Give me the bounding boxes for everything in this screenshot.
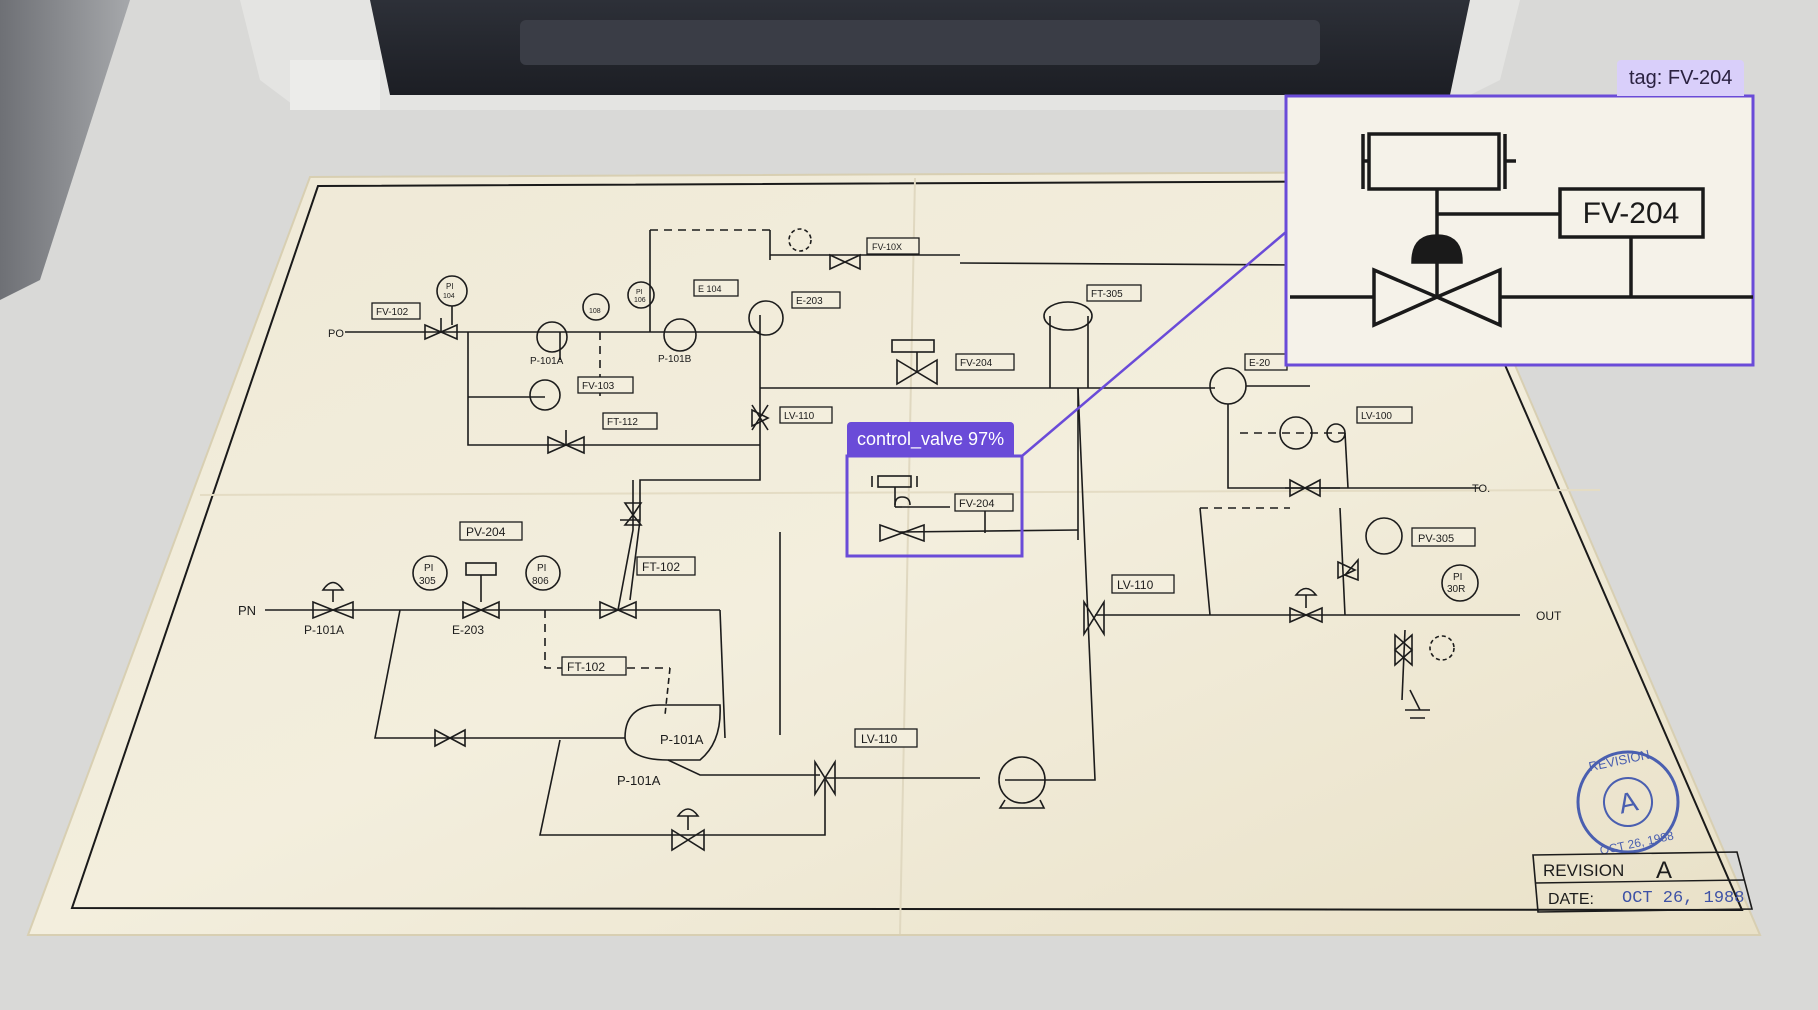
detection-label[interactable]: control_valve 97% — [847, 422, 1015, 456]
title-block: REVISION A DATE: OCT 26, 1988 — [1532, 851, 1754, 913]
instrument-pi1-bottom: 104 — [443, 293, 455, 300]
tag-pv-305: PV-305 — [1418, 533, 1454, 545]
title-block-revision-value: A — [1656, 857, 1672, 884]
tag-fv-102: FV-102 — [376, 307, 409, 318]
tag-ft-305: FT-305 — [1091, 289, 1123, 300]
tag-lv-110-bottom: LV-110 — [861, 732, 898, 746]
zoom-connector-line — [1021, 231, 1287, 457]
output-label-top: TO. — [1472, 483, 1490, 495]
tag-boxes — [371, 237, 1476, 748]
tag-ft-102-b: FT-102 — [567, 660, 605, 674]
zoom-valve-drawing — [1290, 132, 1753, 328]
tag-e-203-top: E-203 — [796, 296, 823, 307]
tag-lv-100: LV-100 — [1361, 411, 1392, 422]
drawing-border — [70, 179, 1744, 912]
output-label-main: OUT — [1536, 609, 1562, 623]
input-label-top: PO — [328, 328, 344, 340]
instrument-pi305-bottom: 305 — [419, 576, 436, 587]
pid-drawing — [265, 228, 1520, 852]
tag-e-104: E 104 — [698, 284, 722, 294]
zoom-tag-label[interactable]: tag: FV-204 — [1617, 60, 1745, 96]
equipment-p101a-left: P-101A — [304, 623, 344, 637]
title-block-date-value: OCT 26, 1988 — [1622, 889, 1744, 908]
detection-box[interactable] — [845, 454, 1024, 558]
instrument-pi806-bottom: 806 — [532, 576, 549, 587]
tag-ft-102-a: FT-102 — [642, 560, 680, 574]
instrument-pi305-top: PI — [424, 563, 433, 574]
drawing-labels: PO PN OUT TO. FV-102 FV-103 FT-112 FV-10… — [238, 242, 1562, 788]
equipment-p101a-top: P-101A — [530, 356, 564, 367]
tag-e-20x: E-20 — [1249, 358, 1271, 369]
instrument-pi806-top: PI — [537, 563, 546, 574]
printer — [240, 0, 1520, 110]
paper-fold — [199, 489, 1601, 496]
title-block-date-label: DATE: — [1548, 891, 1594, 908]
equipment-p101a-vessel: P-101A — [660, 732, 704, 747]
equipment-p101a-bottom: P-101A — [617, 773, 661, 788]
instrument-pi3-top: PI — [636, 289, 643, 296]
tag-lv-110-mid: LV-110 — [1117, 578, 1154, 592]
tag-fv-10x: FV-10X — [872, 242, 902, 252]
valve-actuators — [321, 581, 1318, 817]
zoom-tag-text: FV-204 — [1583, 197, 1680, 230]
tag-fv-204-top: FV-204 — [960, 358, 993, 369]
instrument-pi30r-top: PI — [1453, 572, 1462, 583]
equipment-e203-left: E-203 — [452, 623, 484, 637]
zoom-inset[interactable]: FV-204 — [1284, 94, 1755, 367]
instrument-pi1-top: PI — [446, 282, 454, 291]
equipment-p101b-top: P-101B — [658, 354, 692, 365]
instrument-pi30r-bottom: 30R — [1447, 584, 1465, 595]
tag-ft-112: FT-112 — [607, 417, 638, 428]
title-block-revision-label: REVISION — [1543, 861, 1624, 880]
tag-fv-103: FV-103 — [582, 381, 615, 392]
input-label-left: PN — [238, 603, 256, 618]
instrument-pi2: 108 — [589, 308, 601, 315]
tag-fv-204-detected: FV-204 — [959, 498, 994, 510]
tag-lv-110-top: LV-110 — [784, 411, 815, 422]
background-wall — [0, 0, 130, 300]
instrument-pi3-bottom: 106 — [634, 297, 646, 304]
tag-pv-204: PV-204 — [466, 525, 506, 539]
